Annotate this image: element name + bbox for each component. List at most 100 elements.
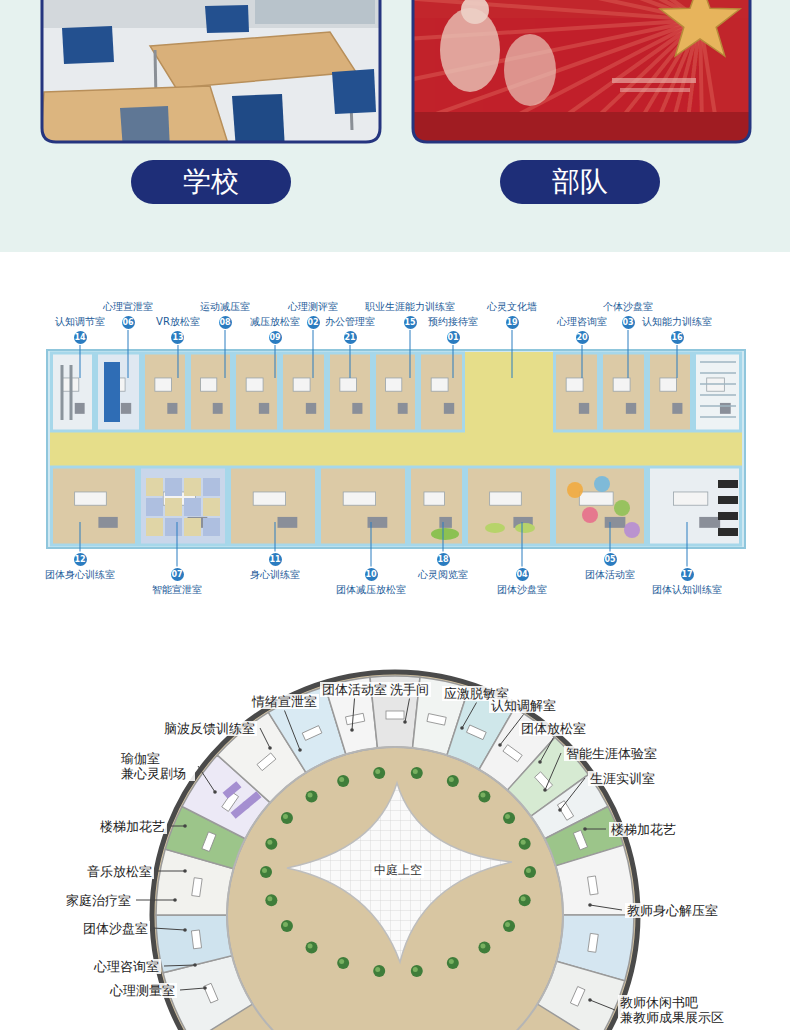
room-label: 减压放松室 <box>250 316 300 328</box>
leader-line <box>540 738 554 763</box>
leader-dot <box>203 986 207 990</box>
leader-dot <box>403 720 407 724</box>
category-pill: 学校 <box>131 160 291 204</box>
room-callout: 认知能力训练室16 <box>642 316 712 344</box>
tree <box>521 840 526 845</box>
seat-cushion <box>624 522 640 538</box>
floor-tile <box>165 518 182 536</box>
desk <box>40 86 230 150</box>
stair <box>700 416 736 418</box>
room-label: 认知调解室 <box>489 698 558 713</box>
leader-line <box>275 522 276 552</box>
leader-line <box>371 522 372 567</box>
room-label: 团体放松室 <box>519 721 588 736</box>
floor-plan <box>47 350 745 548</box>
room <box>52 467 137 545</box>
leader-line <box>170 826 185 827</box>
furniture <box>588 876 599 895</box>
room-label: 团体减压放松室 <box>336 584 406 596</box>
building-outline <box>47 350 745 548</box>
floor-tile <box>184 478 201 496</box>
tree <box>339 959 344 964</box>
room-callout: 07智能宣泄室 <box>152 568 202 596</box>
corridor <box>50 432 742 466</box>
furniture <box>98 517 117 528</box>
tree <box>521 896 526 901</box>
tree <box>281 812 293 824</box>
inner-wall <box>227 747 563 1030</box>
room-label: 团体身心训练室 <box>45 569 115 581</box>
room-label: 脑波反馈训练室 <box>162 721 257 736</box>
leader-line <box>157 871 185 872</box>
floor-tile <box>184 518 201 536</box>
category-label: 部队 <box>552 165 608 199</box>
tree <box>375 967 380 972</box>
room <box>97 353 141 431</box>
furniture <box>579 403 589 414</box>
room-label: VR放松室 <box>156 316 200 328</box>
room <box>467 467 552 545</box>
window-bar <box>718 528 738 536</box>
leader-dot <box>588 903 592 907</box>
room <box>156 915 232 973</box>
seat-cushion <box>567 482 583 498</box>
tree <box>265 838 277 850</box>
honor-wall-photo <box>281 0 766 440</box>
ray <box>360 0 700 20</box>
room-callout: VR放松室13 <box>156 316 200 344</box>
leader-dot <box>183 928 187 932</box>
base <box>410 112 755 152</box>
floor-tile <box>146 498 163 516</box>
room-label: 团体活动室 <box>320 682 389 697</box>
stair <box>700 405 736 407</box>
blurred-caption <box>620 88 690 92</box>
furniture <box>605 517 626 528</box>
room-label: 心灵阅览室 <box>418 569 468 581</box>
leader-line <box>225 330 226 378</box>
floor-tile <box>203 498 220 516</box>
leader-dot <box>213 790 217 794</box>
callout-number: 09 <box>269 331 282 344</box>
leader-line <box>590 1000 615 1010</box>
chair <box>205 5 249 33</box>
leader-dot <box>173 898 177 902</box>
furniture <box>75 403 85 414</box>
tree <box>413 769 418 774</box>
leader-line <box>628 330 629 378</box>
room-label: 团体活动室 <box>585 569 635 581</box>
leader-dot <box>460 726 464 730</box>
tree <box>505 814 510 819</box>
classroom-photo <box>40 0 385 150</box>
category-label: 学校 <box>183 165 239 199</box>
yoga-mat <box>231 801 250 819</box>
stair <box>700 372 736 374</box>
room-label: 瑜伽室 兼心灵剧场 <box>119 751 195 781</box>
room <box>420 353 464 431</box>
leader-line <box>350 345 351 378</box>
room <box>235 353 279 431</box>
callout-number: 21 <box>344 331 357 344</box>
room <box>410 467 464 545</box>
room <box>282 353 326 431</box>
floor-tile <box>165 498 182 516</box>
callout-number: 18 <box>437 553 450 566</box>
room-callout: 04团体沙盘室 <box>497 568 547 596</box>
furniture <box>202 832 216 852</box>
leader-line <box>677 345 678 378</box>
callout-number: 20 <box>576 331 589 344</box>
room <box>649 353 692 431</box>
furniture <box>75 492 107 505</box>
leader-line <box>545 753 561 790</box>
tree <box>308 944 313 949</box>
rug <box>515 523 535 533</box>
furniture <box>431 378 448 391</box>
furniture <box>570 986 585 1006</box>
corridor <box>465 352 553 434</box>
furniture <box>340 378 357 391</box>
room-callout: 预约接待室01 <box>428 316 478 344</box>
room-label: 认知能力训练室 <box>642 316 712 328</box>
seat-cushion <box>582 507 598 523</box>
room-callout: 心理咨询室20 <box>557 316 607 344</box>
floor-tile <box>146 518 163 536</box>
